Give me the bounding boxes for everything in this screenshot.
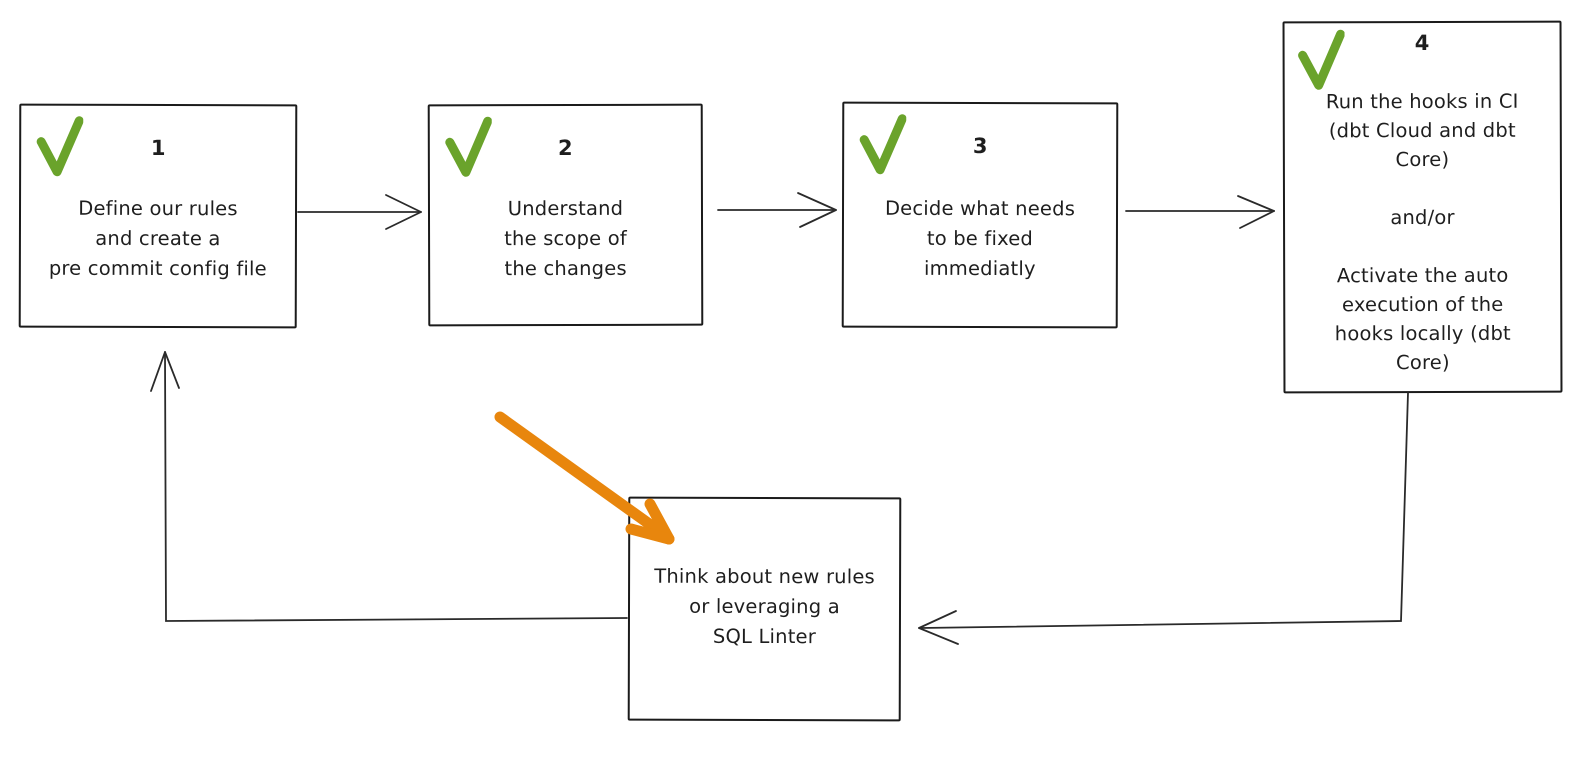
- loop-note-box: Think about new rules or leveraging a SQ…: [627, 496, 902, 722]
- arrow-step3-to-step4: [1125, 195, 1275, 229]
- check-icon: [1298, 29, 1345, 90]
- step-number: 2: [557, 135, 573, 161]
- step-number: 1: [150, 135, 166, 161]
- check-icon: [445, 116, 492, 177]
- arrow-loop-box-to-step1: [150, 351, 628, 622]
- step-1-box: 1 Define our rules and create a pre comm…: [18, 103, 298, 329]
- step-number: 4: [1414, 30, 1430, 56]
- step-text: Decide what needs to be fixed immediatly: [884, 196, 1076, 281]
- step-text: Define our rules and create a pre commit…: [48, 196, 267, 281]
- step-4-box: 4 Run the hooks in CI (dbt Cloud and dbt…: [1282, 20, 1563, 394]
- step-text: Run the hooks in CI (dbt Cloud and dbt C…: [1325, 89, 1519, 375]
- check-icon: [859, 114, 907, 175]
- arrow-step1-to-step2: [297, 194, 422, 230]
- step-number: 3: [972, 133, 988, 159]
- arrow-step4-to-loop-box: [918, 392, 1409, 645]
- step-text: Understand the scope of the changes: [504, 196, 627, 281]
- check-icon: [36, 116, 84, 177]
- step-2-box: 2 Understand the scope of the changes: [427, 103, 704, 327]
- step-3-box: 3 Decide what needs to be fixed immediat…: [841, 101, 1119, 329]
- arrow-step2-to-step3: [717, 192, 837, 228]
- loop-note-text: Think about new rules or leveraging a SQ…: [654, 564, 875, 649]
